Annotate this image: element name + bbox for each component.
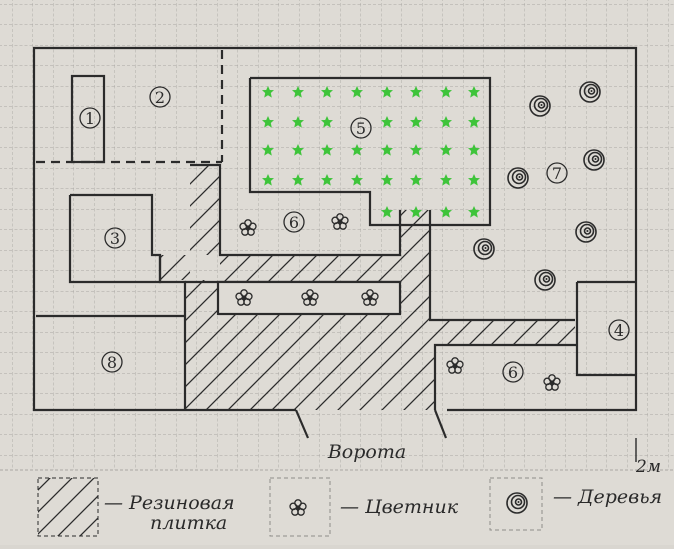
legend-trees-label: — Деревья [553, 487, 662, 507]
zone-1-label: 1 [85, 109, 95, 128]
zone-2-label: 2 [155, 88, 165, 107]
legend-flower-label: — Цветник [340, 497, 458, 517]
zone-4-label: 4 [614, 321, 624, 340]
legend-tile-line1: Резиновая [129, 492, 235, 514]
legend-tree-swatch [489, 477, 543, 531]
zone-7-label: 7 [552, 164, 562, 183]
zone-5-label: 5 [356, 119, 366, 138]
legend-tile-label: — Резиновая [104, 493, 235, 513]
plan-outline [32, 46, 638, 439]
legend-dash: — [340, 496, 359, 518]
legend-tile-line2: плитка [150, 512, 228, 534]
legend-flower-text: Цветник [365, 496, 459, 518]
zone-8-label: 8 [107, 353, 117, 372]
legend-dash: — [104, 492, 123, 514]
legend-flower-swatch [269, 477, 331, 537]
scale-label: 2м [635, 457, 661, 477]
gate-label: Ворота [327, 441, 406, 463]
legend-dash: — [553, 486, 572, 508]
zone-3-label: 3 [110, 229, 120, 248]
zone-labels: 1 2 3 4 5 6 6 7 8 [79, 86, 630, 383]
legend-tile-swatch [37, 477, 99, 537]
legend-trees-text: Деревья [578, 486, 663, 508]
zone-6-label: 6 [508, 363, 518, 382]
zone-6-label: 6 [289, 213, 299, 232]
legend [37, 477, 543, 537]
